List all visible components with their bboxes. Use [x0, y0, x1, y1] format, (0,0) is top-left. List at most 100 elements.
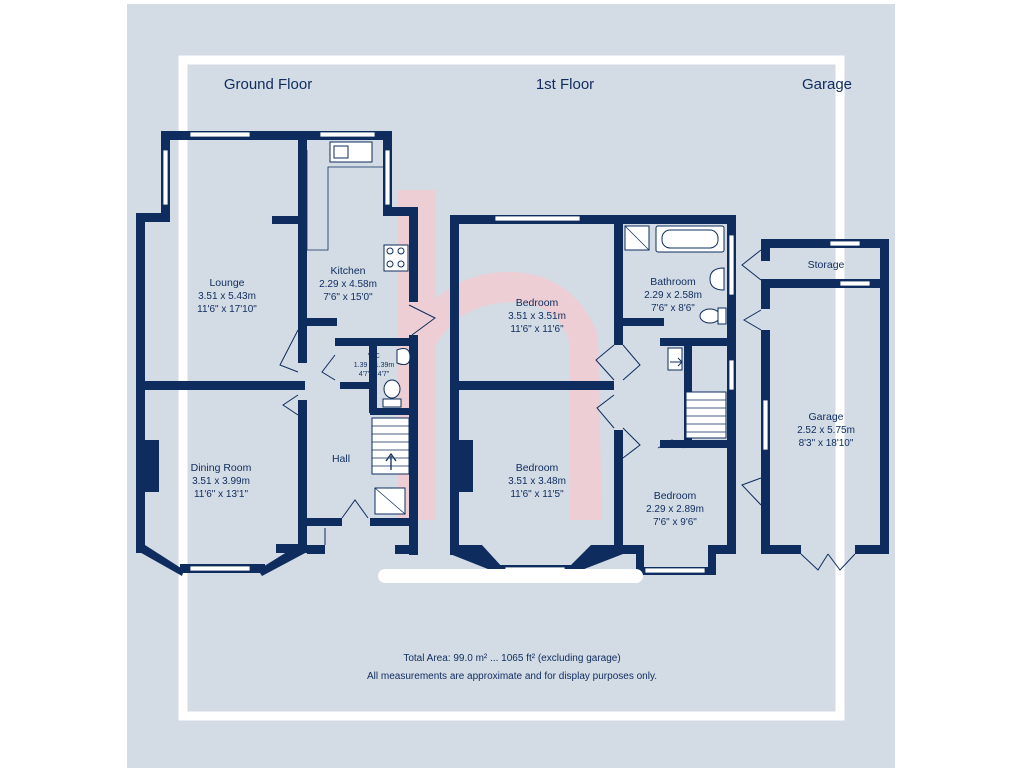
- wall: [276, 544, 307, 553]
- wall: [761, 545, 801, 554]
- toilet-cistern-icon: [717, 307, 727, 325]
- bedroom1-metric: 3.51 x 3.51m: [508, 311, 566, 322]
- bathroom-imperial: 7'6" x 8'6": [651, 303, 695, 314]
- garage-metric: 2.52 x 5.75m: [797, 425, 855, 436]
- wall: [761, 239, 770, 261]
- wall: [145, 381, 305, 390]
- wall: [614, 318, 664, 326]
- window: [644, 567, 706, 574]
- window: [728, 359, 735, 391]
- wall: [761, 279, 770, 309]
- wall: [880, 239, 889, 554]
- door: [743, 309, 762, 331]
- door: [622, 427, 641, 459]
- door: [595, 344, 615, 381]
- door: [741, 477, 762, 506]
- garage-label: Garage: [808, 411, 843, 423]
- wall: [614, 430, 623, 550]
- hob-ring-icon: [386, 260, 394, 268]
- wc-basin-icon: [396, 348, 411, 365]
- wall: [409, 207, 418, 302]
- wall: [855, 545, 889, 554]
- door: [657, 439, 685, 449]
- sink-basin-icon: [333, 145, 349, 159]
- bedroom2-imperial: 11'6" x 11'5": [510, 489, 564, 500]
- wall: [370, 518, 415, 526]
- door: [279, 329, 299, 373]
- watermark-logo-icon: [398, 190, 602, 520]
- kitchen-worktop: [306, 150, 383, 251]
- lounge-imperial: 11'6" x 17'10": [197, 304, 257, 315]
- garage-title: Garage: [802, 76, 852, 93]
- ground-floor-windows: [162, 131, 391, 572]
- wall: [614, 215, 623, 345]
- door: [321, 354, 336, 381]
- bedroom3-metric: 2.29 x 2.89m: [646, 504, 704, 515]
- wall: [298, 131, 307, 363]
- stair-top: [667, 347, 683, 371]
- wc-metric: 1.39 x 1.39m: [354, 362, 395, 369]
- chimney-breast: [145, 440, 159, 492]
- bathroom-label: Bathroom: [650, 276, 696, 288]
- wall: [708, 545, 716, 575]
- stair-arrow-icon: [385, 452, 397, 470]
- ground-floor-title: Ground Floor: [224, 76, 312, 93]
- wall: [298, 400, 307, 550]
- wall: [395, 545, 418, 554]
- wall: [568, 545, 623, 573]
- wall: [307, 518, 342, 526]
- wall: [409, 335, 418, 555]
- kitchen-label: Kitchen: [330, 265, 365, 277]
- door: [596, 394, 615, 429]
- wall: [136, 213, 145, 553]
- wall: [383, 207, 418, 216]
- door: [622, 344, 641, 381]
- hall-label: Hall: [332, 453, 350, 465]
- toilet-cistern-icon: [382, 398, 402, 408]
- wall: [136, 213, 170, 222]
- wall: [369, 338, 377, 413]
- bedroom2-label: Bedroom: [516, 462, 559, 474]
- window: [384, 149, 391, 206]
- garage-door: [827, 553, 856, 571]
- window: [839, 280, 871, 287]
- hob-ring-icon: [386, 247, 394, 255]
- wall: [450, 215, 735, 224]
- basin-icon: [709, 267, 725, 291]
- wall: [340, 382, 374, 389]
- wall: [272, 216, 302, 224]
- bedroom2-metric: 3.51 x 3.48m: [508, 476, 566, 487]
- ground-floor-doors: [279, 304, 436, 545]
- total-area-text: Total Area: 99.0 m² ... 1065 ft² (exclud…: [403, 653, 620, 664]
- wall: [307, 545, 325, 554]
- bedroom3-label: Bedroom: [654, 490, 697, 502]
- toilet-icon: [699, 308, 721, 324]
- wc-imperial: 4'7" x 4'7": [359, 371, 390, 378]
- window: [494, 215, 581, 222]
- bedroom1-imperial: 11'6" x 11'6": [510, 324, 564, 335]
- window: [319, 131, 376, 138]
- wall: [660, 338, 735, 346]
- wall: [136, 545, 184, 576]
- chimney-breast: [459, 440, 473, 492]
- bathroom-metric: 2.29 x 2.58m: [644, 290, 702, 301]
- dining-label: Dining Room: [191, 462, 252, 474]
- door: [341, 499, 369, 519]
- staircase: [685, 391, 727, 439]
- toilet-icon: [383, 379, 401, 399]
- ground-floor-fixtures: [306, 141, 411, 515]
- window: [728, 234, 735, 296]
- wall: [307, 318, 337, 326]
- wall: [623, 545, 639, 554]
- wc-label: WC: [368, 353, 380, 360]
- disclaimer-text: All measurements are approximate and for…: [367, 671, 657, 682]
- scale-bar: [378, 569, 643, 583]
- garage-imperial: 8'3" x 18'10": [799, 438, 854, 449]
- garage-doors-windows: [741, 240, 871, 571]
- wall: [459, 381, 614, 390]
- stair-arrow-icon: [670, 357, 683, 367]
- wall: [370, 408, 415, 415]
- first-floor-title: 1st Floor: [536, 76, 594, 93]
- door: [741, 249, 762, 281]
